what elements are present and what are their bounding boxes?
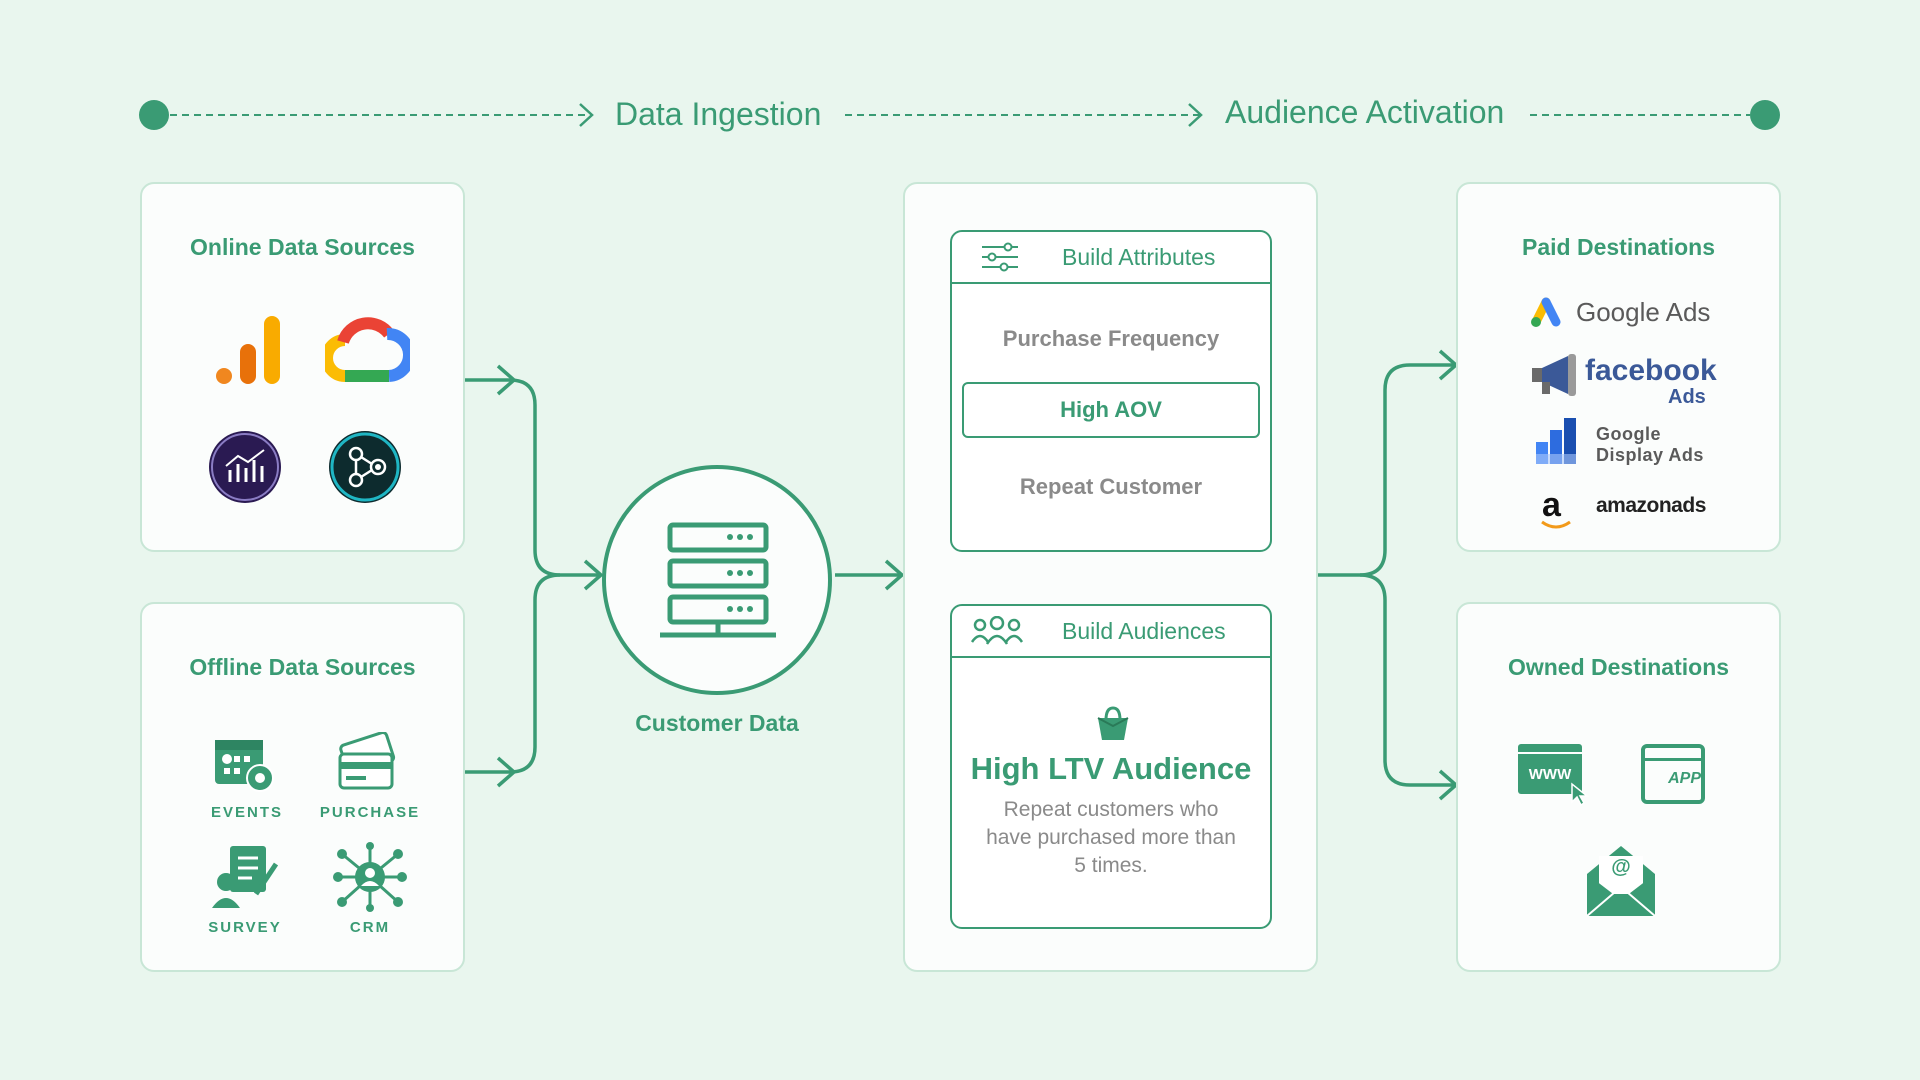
stage-data-ingestion: Data Ingestion bbox=[615, 96, 822, 132]
audience-desc-line-1: Repeat customers who bbox=[1003, 798, 1219, 821]
server-icon bbox=[660, 522, 776, 638]
google-display-ads-icon bbox=[1536, 418, 1576, 464]
purchase-label: PURCHASE bbox=[319, 804, 421, 821]
email-envelope-icon bbox=[1586, 846, 1656, 917]
owned-destinations-card: Owned Destinations WWW APP @ bbox=[1456, 602, 1781, 972]
audience-title: High LTV Audience bbox=[970, 751, 1252, 786]
google-ads-label: Google Ads bbox=[1576, 297, 1711, 327]
cursor-icon bbox=[1571, 782, 1590, 807]
gdn-line-2: Display Ads bbox=[1596, 445, 1704, 465]
amazon-a-logo: a bbox=[1542, 486, 1561, 524]
online-data-sources-title: Online Data Sources bbox=[190, 234, 415, 260]
facebook-ads-sub-label: Ads bbox=[1668, 386, 1706, 408]
crm-network-icon bbox=[333, 842, 407, 912]
build-attributes-title: Build Attributes bbox=[1062, 244, 1216, 270]
gdn-line-1: Google bbox=[1596, 424, 1661, 444]
audience-desc-line-3: 5 times. bbox=[1074, 854, 1148, 877]
customer-data-node bbox=[602, 465, 832, 695]
crm-label: CRM bbox=[349, 919, 391, 936]
audience-description: Repeat customers who have purchased more… bbox=[952, 796, 1270, 880]
google-cloud-icon bbox=[325, 317, 410, 382]
events-calendar-icon bbox=[215, 740, 274, 792]
google-analytics-icon bbox=[216, 316, 280, 384]
www-text: WWW bbox=[1528, 766, 1572, 783]
google-display-ads-label: Google Display Ads bbox=[1596, 424, 1704, 466]
timeline-end-dot bbox=[1750, 100, 1780, 130]
audience-desc-line-2: have purchased more than bbox=[986, 826, 1236, 849]
timeline bbox=[139, 100, 1780, 130]
build-audiences-title: Build Audiences bbox=[1062, 618, 1226, 644]
paid-destinations-card: Paid Destinations Google Ads facebook Ad… bbox=[1456, 182, 1781, 552]
google-ads-icon bbox=[1531, 297, 1561, 327]
app-text: APP bbox=[1668, 770, 1701, 787]
build-audiences-panel: Build Audiences High LTV Audience Repeat… bbox=[950, 604, 1272, 929]
timeline-start-dot bbox=[139, 100, 169, 130]
attribute-high-aov-label: High AOV bbox=[1060, 397, 1162, 422]
segment-graph-icon bbox=[329, 431, 401, 503]
amazon-smile-icon bbox=[1541, 520, 1571, 529]
offline-data-sources-title: Offline Data Sources bbox=[189, 654, 416, 680]
purchase-card-icon bbox=[338, 732, 396, 790]
people-group-icon bbox=[970, 616, 1024, 645]
email-at-symbol: @ bbox=[1611, 856, 1631, 878]
build-attributes-panel: Build Attributes Purchase Frequency High… bbox=[950, 230, 1272, 552]
customer-data-label: Customer Data bbox=[635, 710, 799, 736]
build-attributes-header: Build Attributes bbox=[952, 232, 1270, 284]
build-audiences-header: Build Audiences bbox=[952, 606, 1270, 658]
amazon-ads-label: amazonads bbox=[1596, 494, 1706, 517]
facebook-ads-label: facebook bbox=[1585, 354, 1717, 387]
attribute-high-aov[interactable]: High AOV bbox=[962, 382, 1260, 438]
offline-data-sources-card: Offline Data Sources EVENTS PURCHASE SUR… bbox=[140, 602, 465, 972]
adobe-analytics-icon bbox=[209, 431, 281, 503]
events-label: EVENTS bbox=[210, 804, 283, 821]
stage-audience-activation: Audience Activation bbox=[1225, 94, 1505, 130]
website-destination-icon: WWW bbox=[1518, 744, 1590, 807]
owned-destinations-title: Owned Destinations bbox=[1507, 654, 1730, 680]
attribute-purchase-frequency[interactable]: Purchase Frequency bbox=[1002, 326, 1220, 351]
audience-builder-card: Build Attributes Purchase Frequency High… bbox=[903, 182, 1318, 972]
paid-destinations-title: Paid Destinations bbox=[1522, 234, 1715, 260]
sliders-icon bbox=[982, 242, 1018, 272]
app-destination-icon: APP bbox=[1641, 744, 1705, 804]
survey-label: SURVEY bbox=[208, 919, 282, 936]
megaphone-icon bbox=[1532, 354, 1576, 396]
shopping-bag-icon bbox=[1097, 706, 1129, 740]
survey-icon bbox=[212, 846, 279, 908]
attribute-repeat-customer[interactable]: Repeat Customer bbox=[1019, 474, 1203, 499]
online-data-sources-card: Online Data Sources bbox=[140, 182, 465, 552]
